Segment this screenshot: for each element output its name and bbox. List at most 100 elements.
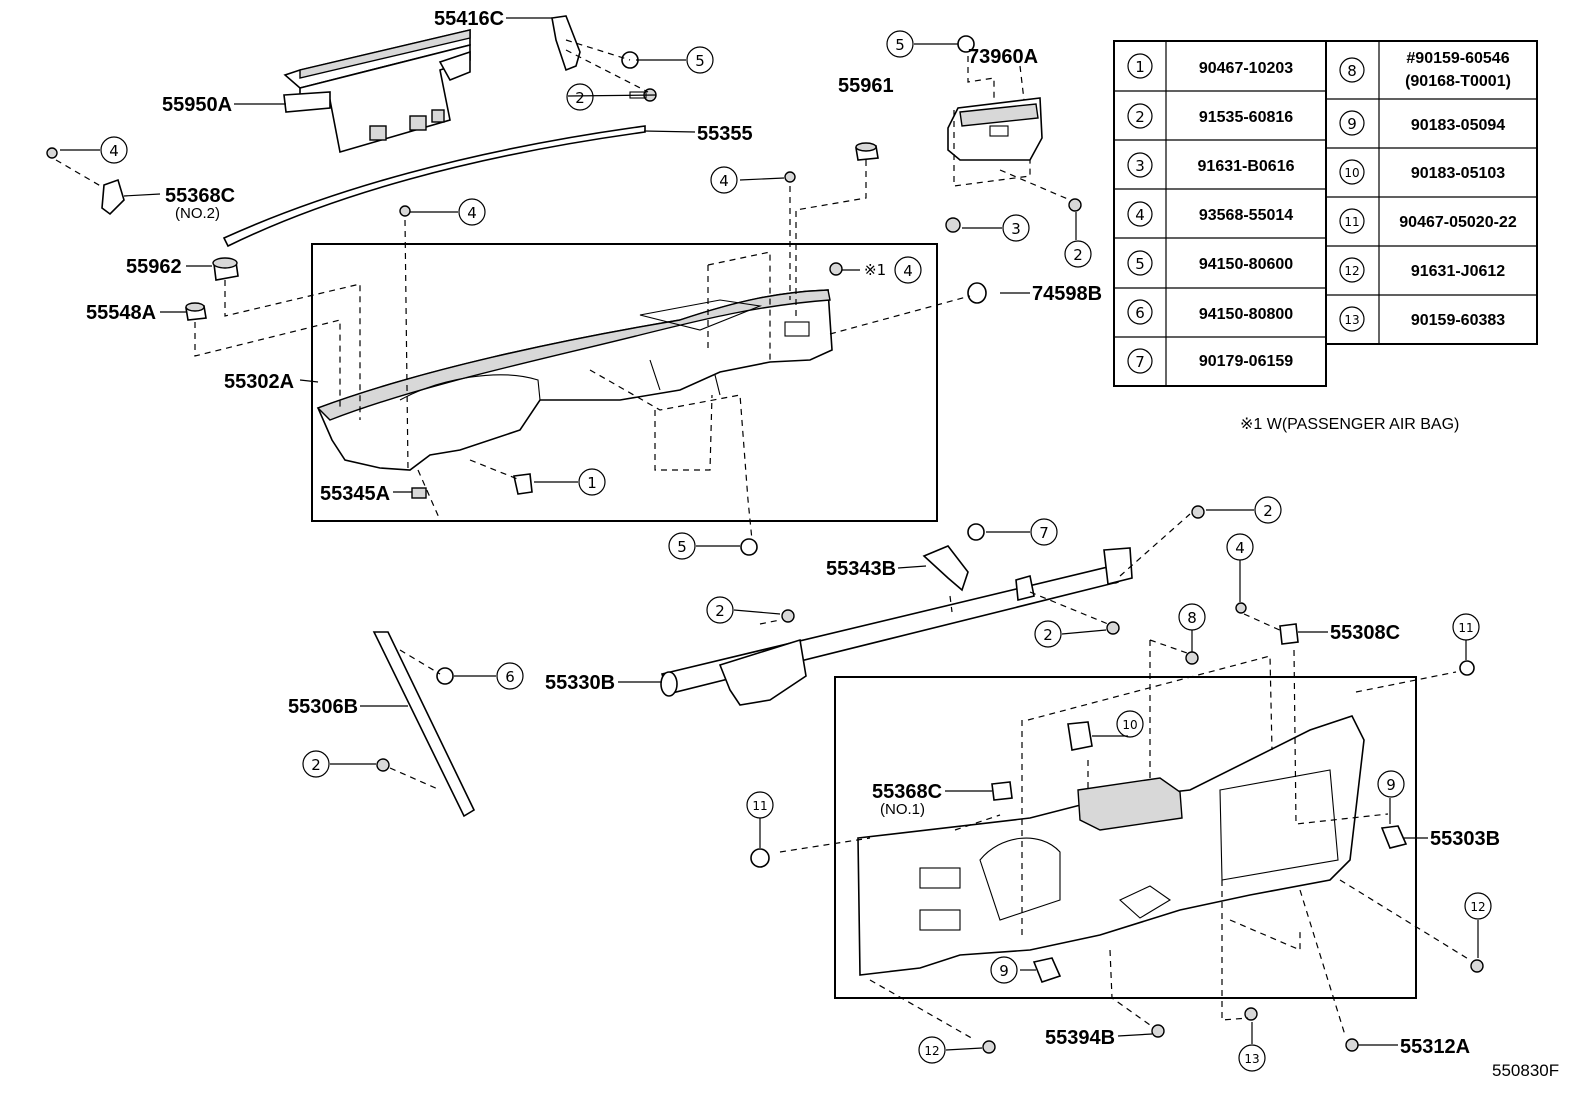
label-55306b: 55306B [288,696,358,718]
table-row: 2 91535-60816 [1127,103,1293,129]
brace-55306b-drawing [372,631,476,818]
table-row: 1 90467-10203 [1127,53,1293,79]
label-55950a: 55950A [162,94,232,116]
note-marker: ※1 [864,261,886,279]
svg-text:8: 8 [1187,609,1197,627]
svg-text:3: 3 [1011,220,1021,238]
upper-panel-frame [311,243,938,522]
svg-text:7: 7 [1135,353,1145,371]
svg-text:13: 13 [1244,1052,1259,1066]
clip-55368c-no1-drawing [991,781,1013,801]
svg-text:5: 5 [895,36,905,54]
callout-11-a: 11 [1452,613,1480,641]
svg-text:93568-55014: 93568-55014 [1199,207,1293,224]
callout-1: 1 [578,468,606,496]
table-row: 10 90183-05103 [1339,159,1505,185]
assembly-dashed-lines [55,39,1471,1041]
svg-text:12: 12 [1470,900,1485,914]
module-73960a-drawing [947,97,1043,161]
svg-text:4: 4 [903,262,913,280]
svg-text:9: 9 [999,962,1009,980]
callout-11-b: 11 [746,791,774,819]
callout-7: 7 [1030,518,1058,546]
svg-text:11: 11 [1344,215,1359,229]
airbag-note: ※1 W(PASSENGER AIR BAG) [1240,416,1459,433]
svg-text:3: 3 [1135,157,1145,175]
label-55962: 55962 [126,256,182,278]
lower-dash-panel-drawing [857,715,1365,976]
svg-text:90183-05103: 90183-05103 [1411,165,1505,182]
svg-text:91631-J0612: 91631-J0612 [1411,263,1505,280]
svg-text:4: 4 [467,204,477,222]
cap-55962-drawing [212,257,239,281]
svg-text:2: 2 [1135,108,1145,126]
label-55303b: 55303B [1430,828,1500,850]
label-55416c: 55416C [434,8,504,30]
clip-9-lower-drawing [1032,957,1062,983]
leader-lines [60,17,1479,1051]
svg-text:10: 10 [1122,718,1137,732]
callout-9-b: 9 [990,956,1018,984]
callout-circles: 5 2 4 4 4 4 5 3 2 1 5 7 2 4 2 2 8 11 6 2… [100,30,1492,1072]
svg-text:2: 2 [1263,502,1273,520]
svg-text:90159-60383: 90159-60383 [1411,312,1505,329]
clip-55368c-no2-drawing [101,178,125,216]
svg-text:7: 7 [1039,524,1049,542]
table-row: 6 94150-80800 [1127,299,1293,325]
callout-2-f: 2 [302,750,330,778]
callout-9-a: 9 [1377,770,1405,798]
callout-8: 8 [1178,603,1206,631]
label-74598b: 74598B [1032,283,1102,305]
label-55312a: 55312A [1400,1036,1470,1058]
clip-55308c-drawing [1279,623,1299,645]
bracket-55416c-drawing [551,15,581,72]
label-55343b: 55343B [826,558,896,580]
plug-55548a-drawing [185,302,207,321]
svg-text:94150-80600: 94150-80600 [1199,256,1293,273]
callout-5-c: 5 [668,532,696,560]
svg-text:11: 11 [752,799,767,813]
svg-text:10: 10 [1344,166,1359,180]
callout-5-a: 5 [686,46,714,74]
callout-2-d: 2 [706,596,734,624]
svg-text:91535-60816: 91535-60816 [1199,109,1293,126]
label-55394b: 55394B [1045,1027,1115,1049]
clip-9-right-drawing [1380,825,1408,849]
clip-10-drawing [1067,721,1093,751]
svg-text:94150-80800: 94150-80800 [1199,306,1293,323]
callout-4-c: 4 [710,166,738,194]
table-row: 11 90467-05020-22 [1339,208,1517,234]
svg-text:13: 13 [1344,313,1359,327]
svg-text:2: 2 [575,89,585,107]
table-row: 12 91631-J0612 [1339,257,1505,283]
svg-text:9: 9 [1386,776,1396,794]
svg-text:2: 2 [311,756,321,774]
svg-text:2: 2 [715,602,725,620]
svg-text:4: 4 [1235,539,1245,557]
label-73960a: 73960A [968,46,1038,68]
svg-text:90179-06159: 90179-06159 [1199,353,1293,370]
callout-4-a: 4 [100,136,128,164]
callout-2-c: 2 [1254,496,1282,524]
svg-text:90467-05020-22: 90467-05020-22 [1399,214,1517,231]
svg-text:#90159-60546: #90159-60546 [1406,50,1509,67]
svg-text:2: 2 [1043,626,1053,644]
grommet-55961-drawing [855,142,879,161]
table-row: 9 90183-05094 [1339,110,1505,136]
svg-text:1: 1 [1135,58,1145,76]
callout-4-d: 4 [894,256,922,284]
bracket-55343b-drawing [922,545,969,592]
callout-6: 6 [496,662,524,690]
callout-2-a: 2 [566,83,594,111]
label-55368c-no2-sub: (NO.2) [175,205,220,222]
callout-10: 10 [1116,710,1144,738]
table-row: 13 90159-60383 [1339,306,1505,332]
label-55345a: 55345A [320,483,390,505]
upper-dash-panel-drawing [316,289,833,471]
callout-12-b: 12 [918,1036,946,1064]
part-labels: 55416C 55950A 55355 55368C (NO.2) 55962 … [86,8,1559,1080]
label-55302a: 55302A [224,371,294,393]
callout-2-e: 2 [1034,620,1062,648]
svg-text:1: 1 [587,474,597,492]
